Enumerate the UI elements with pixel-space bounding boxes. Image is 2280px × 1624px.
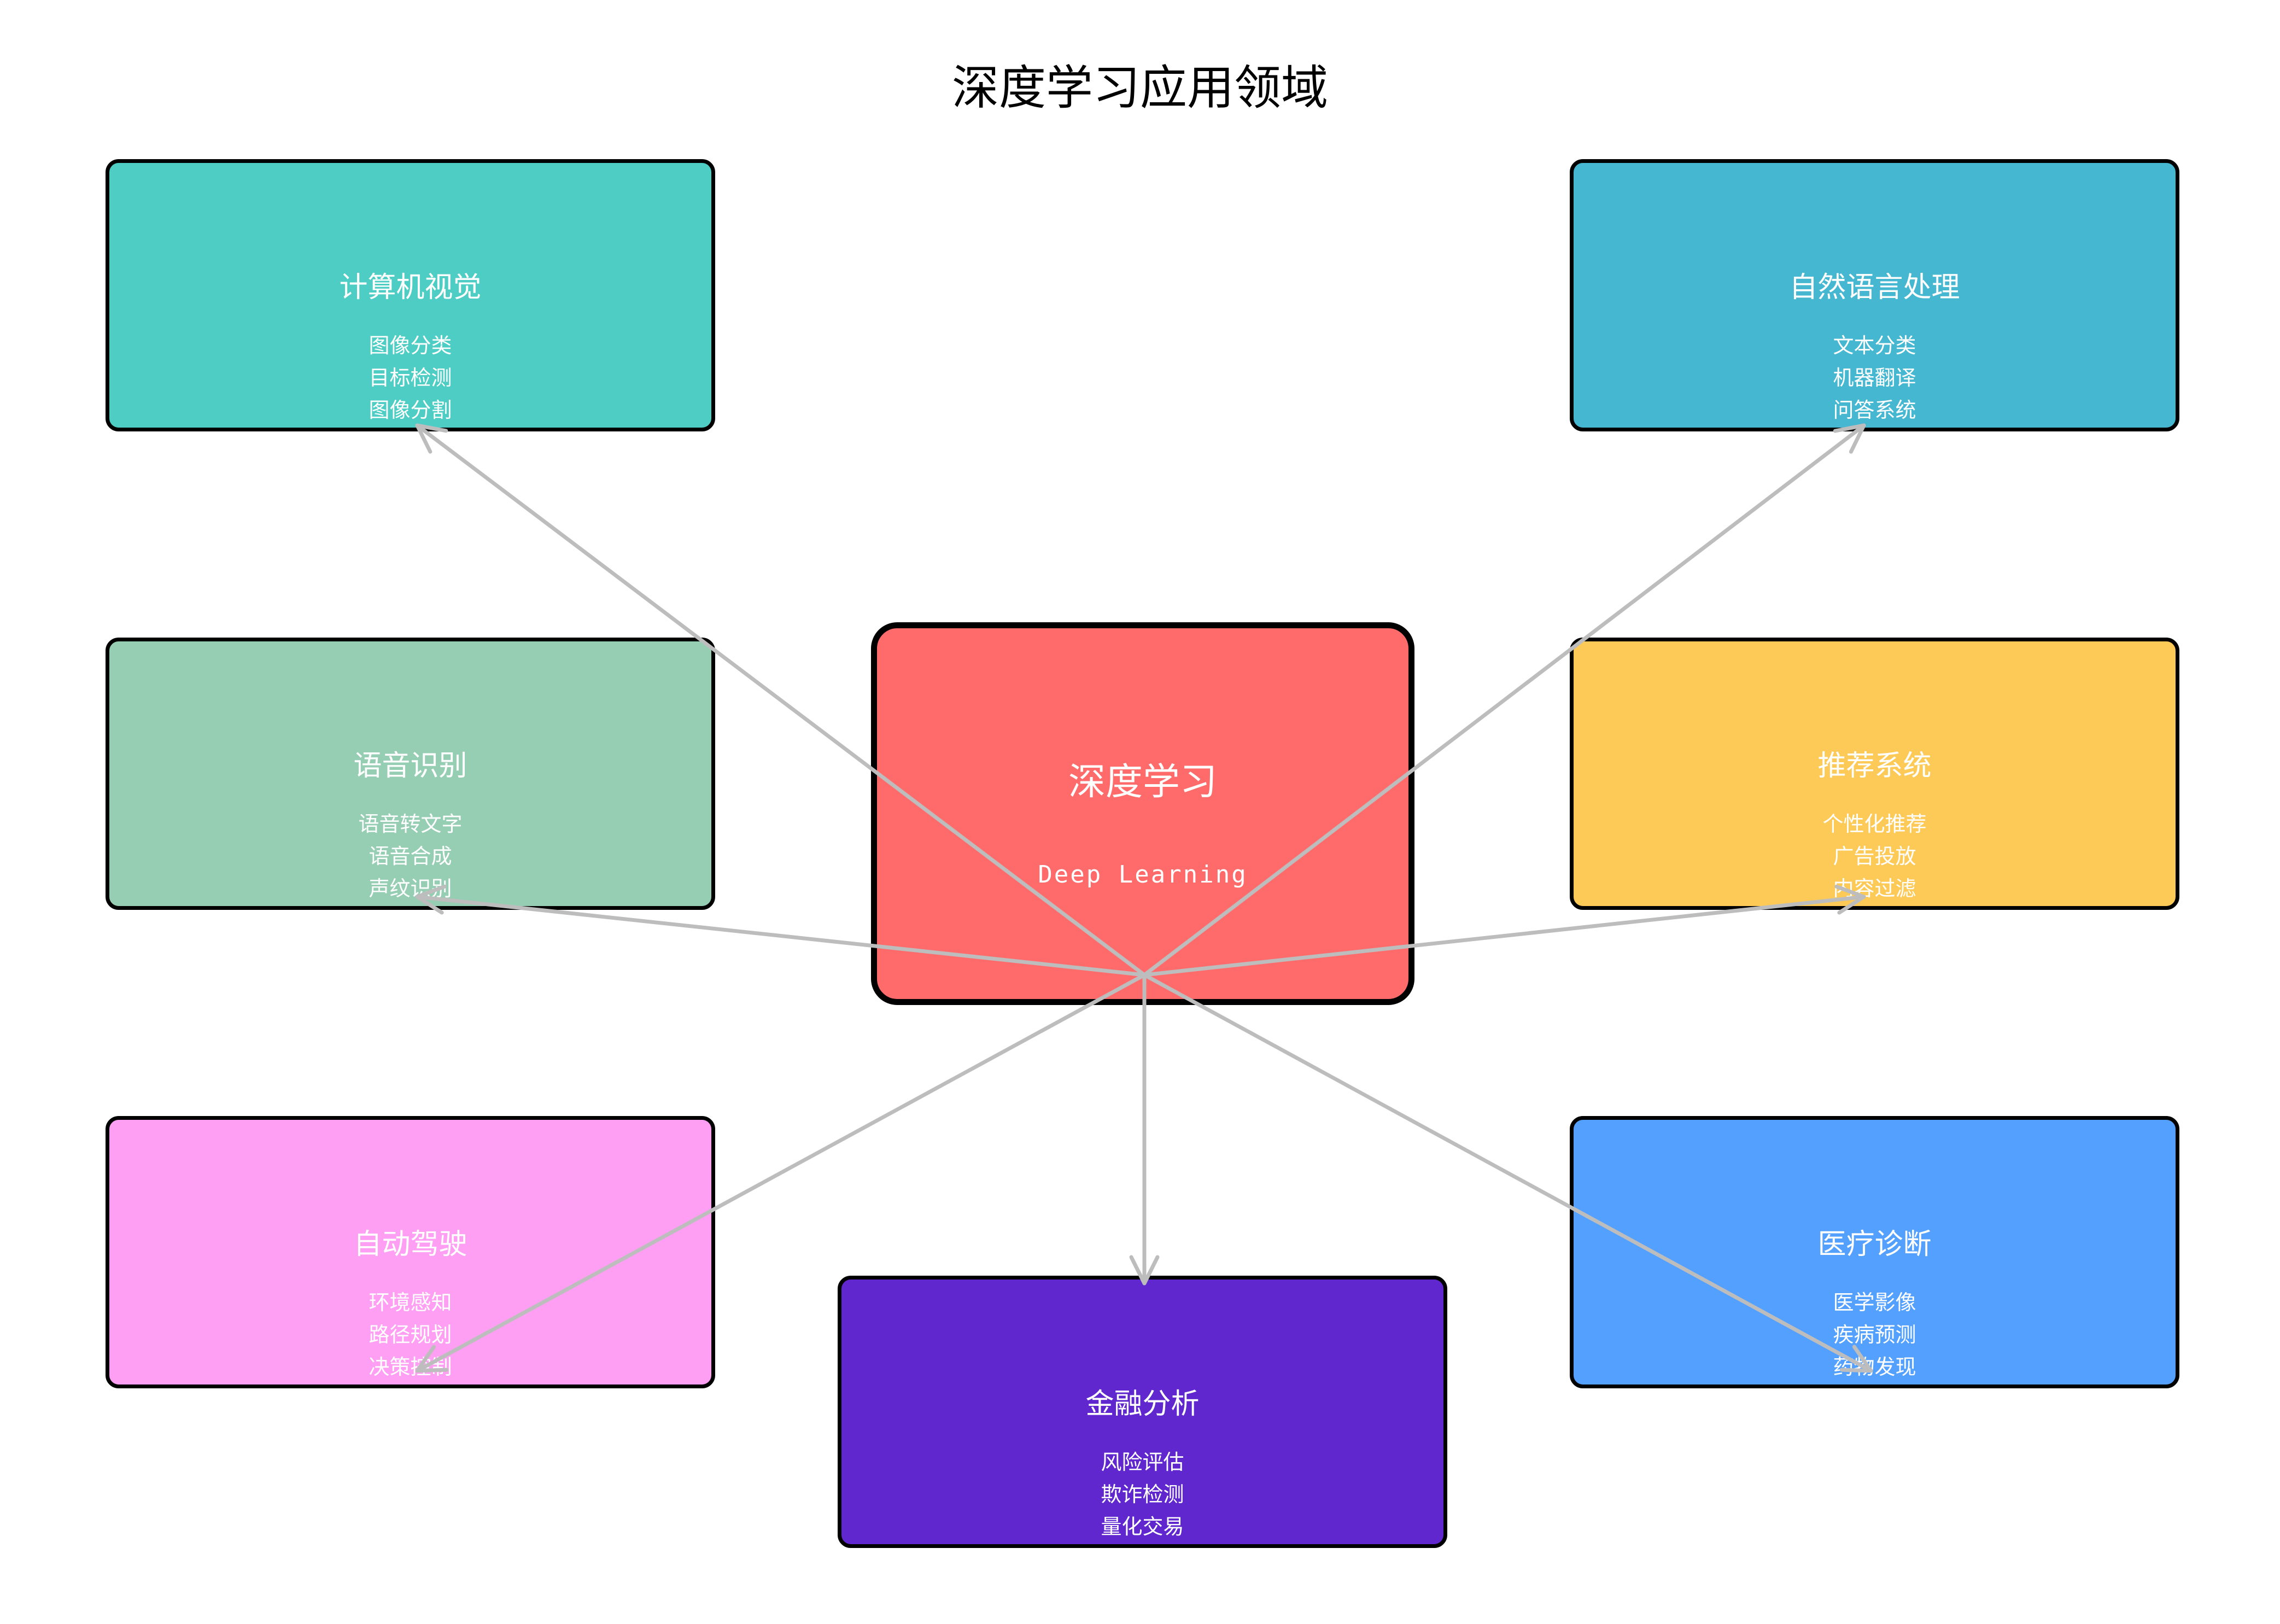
node-item: 风险评估 <box>1101 1450 1184 1474</box>
arrowhead <box>1833 423 1866 454</box>
center-title: 深度学习 <box>1068 761 1217 804</box>
node-item: 医学影像 <box>1833 1290 1916 1315</box>
node-item: 个性化推荐 <box>1822 812 1927 836</box>
node-item: 图像分类 <box>369 334 452 358</box>
node-item: 环境感知 <box>369 1290 452 1315</box>
node-item: 目标检测 <box>369 366 452 390</box>
node-item: 欺诈检测 <box>1101 1482 1184 1506</box>
arrowhead <box>1129 1255 1160 1286</box>
node-title: 医疗诊断 <box>1817 1228 1932 1261</box>
node-items: 语音转文字 语音合成 声纹识别 <box>109 808 711 905</box>
edge-to-medical-diagnosis <box>1142 973 1873 1373</box>
node-recommender: 推荐系统 个性化推荐 广告投放 内容过滤 <box>1570 638 2179 910</box>
edge-to-speech-recognition <box>415 884 1147 977</box>
arrowhead <box>415 1345 449 1373</box>
edge-to-recommender <box>1142 884 1866 977</box>
node-title: 推荐系统 <box>1817 750 1932 782</box>
arrowhead <box>1839 1345 1873 1373</box>
node-title: 语音识别 <box>353 750 467 782</box>
node-title: 自动驾驶 <box>353 1228 467 1261</box>
node-speech-recognition: 语音识别 语音转文字 语音合成 声纹识别 <box>106 638 715 910</box>
node-title: 金融分析 <box>1085 1388 1200 1421</box>
node-title: 自然语言处理 <box>1789 271 1960 304</box>
center-node: 深度学习 Deep Learning <box>871 622 1414 1005</box>
arrowhead <box>415 884 447 915</box>
node-item: 量化交易 <box>1101 1515 1184 1539</box>
node-item: 问答系统 <box>1833 398 1916 422</box>
node-items: 图像分类 目标检测 图像分割 <box>109 330 711 427</box>
node-item: 语音转文字 <box>358 812 463 836</box>
edge-to-financial-analysis <box>1129 973 1160 1286</box>
node-computer-vision: 计算机视觉 图像分类 目标检测 图像分割 <box>106 159 715 431</box>
node-item: 疾病预测 <box>1833 1323 1916 1347</box>
edge-to-computer-vision <box>415 423 1147 977</box>
diagram-title: 深度学习应用领域 <box>952 61 1328 115</box>
edge-to-autonomous-driving <box>415 973 1147 1373</box>
center-subtitle: Deep Learning <box>1038 861 1248 889</box>
arrowhead <box>1834 884 1866 915</box>
node-items: 风险评估 欺诈检测 量化交易 <box>841 1446 1443 1543</box>
arrowhead <box>415 423 448 454</box>
node-item: 语音合成 <box>369 844 452 868</box>
node-item: 机器翻译 <box>1833 366 1916 390</box>
node-item: 路径规划 <box>369 1323 452 1347</box>
node-autonomous-driving: 自动驾驶 环境感知 路径规划 决策控制 <box>106 1116 715 1388</box>
node-item: 广告投放 <box>1833 844 1916 868</box>
node-items: 环境感知 路径规划 决策控制 <box>109 1287 711 1383</box>
node-medical-diagnosis: 医疗诊断 医学影像 疾病预测 药物发现 <box>1570 1116 2179 1388</box>
node-items: 文本分类 机器翻译 问答系统 <box>1574 330 2176 427</box>
node-nlp: 自然语言处理 文本分类 机器翻译 问答系统 <box>1570 159 2179 431</box>
node-title: 计算机视觉 <box>339 271 482 304</box>
node-item: 图像分割 <box>369 398 452 422</box>
edge-to-nlp <box>1142 423 1866 977</box>
node-financial-analysis: 金融分析 风险评估 欺诈检测 量化交易 <box>838 1276 1447 1548</box>
node-item: 文本分类 <box>1833 334 1916 358</box>
